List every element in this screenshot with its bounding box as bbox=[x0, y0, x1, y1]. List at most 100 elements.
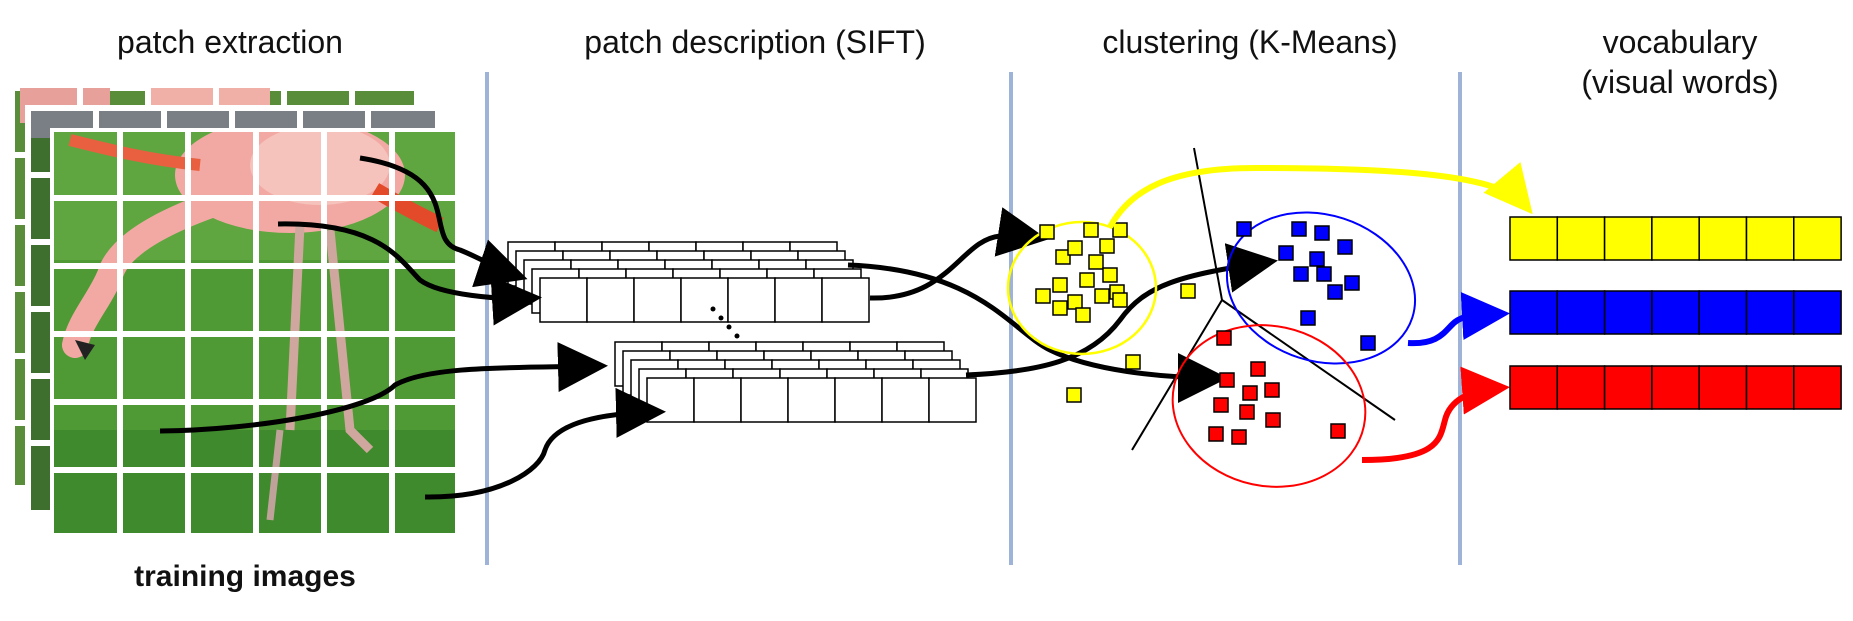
cluster-point bbox=[1067, 240, 1083, 256]
descriptor-stack-top bbox=[507, 241, 870, 323]
visual-word-cell bbox=[1509, 290, 1559, 335]
cluster-red-points bbox=[1208, 330, 1346, 445]
arrow-patch-to-descriptor-3 bbox=[159, 342, 608, 434]
descriptor-stack-bottom bbox=[614, 341, 977, 423]
visual-word-cell bbox=[1745, 290, 1795, 335]
visual-word-cell bbox=[1651, 365, 1700, 410]
descriptor-cell bbox=[539, 277, 588, 323]
visual-word-cell bbox=[1698, 290, 1748, 335]
cluster-point bbox=[1125, 354, 1141, 370]
cluster-point bbox=[1300, 310, 1316, 326]
cluster-yellow-ellipse bbox=[1006, 220, 1158, 356]
cluster-point bbox=[1293, 266, 1309, 282]
visual-word-cell bbox=[1556, 290, 1606, 335]
arrow-yellow-to-vocabulary bbox=[1107, 161, 1533, 229]
cluster-point bbox=[1264, 382, 1280, 398]
cluster-yellow-points bbox=[1035, 222, 1196, 403]
visual-word-cell bbox=[1793, 290, 1842, 335]
cluster-point bbox=[1231, 429, 1247, 445]
visual-word-cell bbox=[1556, 365, 1606, 410]
descriptor-cell bbox=[740, 377, 789, 423]
cluster-point bbox=[1079, 272, 1095, 288]
heading-vocabulary-line2: (visual words) bbox=[1581, 64, 1779, 100]
vocabulary-row-yellow bbox=[1509, 216, 1842, 261]
cluster-point bbox=[1094, 288, 1110, 304]
descriptor-cell bbox=[680, 277, 729, 323]
descriptor-cell bbox=[586, 277, 635, 323]
visual-word-cell bbox=[1745, 365, 1795, 410]
cluster-point bbox=[1112, 222, 1128, 238]
cluster-point bbox=[1052, 277, 1068, 293]
cluster-point bbox=[1035, 288, 1051, 304]
heading-vocabulary: vocabulary (visual words) bbox=[1530, 22, 1830, 102]
arrow-patch-to-descriptor-2 bbox=[277, 221, 542, 326]
cluster-point bbox=[1208, 426, 1224, 442]
kmeans-boundaries bbox=[1131, 147, 1396, 451]
visual-word-cell bbox=[1603, 365, 1653, 410]
visual-word-cell bbox=[1651, 290, 1700, 335]
cluster-point bbox=[1099, 238, 1115, 254]
descriptor-cell bbox=[928, 377, 977, 423]
arrow-descriptor-to-yellow-cluster bbox=[869, 207, 1048, 301]
cluster-point bbox=[1088, 254, 1104, 270]
cluster-point bbox=[1316, 266, 1332, 282]
cluster-point bbox=[1055, 249, 1071, 265]
cluster-point bbox=[1344, 275, 1360, 291]
cluster-point bbox=[1291, 221, 1307, 237]
visual-word-cell bbox=[1745, 216, 1795, 261]
descriptor-cell bbox=[834, 377, 883, 423]
descriptor-cell bbox=[787, 377, 836, 423]
cluster-point bbox=[1265, 412, 1281, 428]
heading-vocabulary-line1: vocabulary bbox=[1602, 24, 1758, 60]
cluster-blue-points bbox=[1236, 221, 1376, 351]
cluster-blue-ellipse bbox=[1225, 211, 1417, 365]
heading-patch-description: patch description (SIFT) bbox=[584, 24, 926, 60]
cluster-point bbox=[1309, 251, 1325, 267]
visual-word-cell bbox=[1603, 216, 1653, 261]
descriptor-cell bbox=[646, 377, 695, 423]
cluster-point bbox=[1039, 224, 1055, 240]
cluster-point bbox=[1052, 300, 1068, 316]
cluster-point bbox=[1075, 307, 1091, 323]
cluster-point bbox=[1219, 372, 1235, 388]
visual-word-cell bbox=[1793, 216, 1842, 261]
arrow-patch-to-descriptor-1 bbox=[359, 155, 528, 288]
cluster-point bbox=[1213, 397, 1229, 413]
arrow-red-to-vocabulary bbox=[1361, 366, 1510, 463]
ellipsis-dots bbox=[710, 306, 740, 339]
cluster-point bbox=[1066, 387, 1082, 403]
vocabulary-row-blue bbox=[1509, 290, 1842, 335]
descriptor-cell bbox=[821, 277, 870, 323]
cluster-point bbox=[1330, 423, 1346, 439]
visual-word-cell bbox=[1556, 216, 1606, 261]
cluster-point bbox=[1112, 292, 1128, 308]
cluster-point bbox=[1242, 385, 1258, 401]
descriptor-cell bbox=[774, 277, 823, 323]
visual-word-cell bbox=[1651, 216, 1700, 261]
cluster-point bbox=[1278, 245, 1294, 261]
visual-word-cell bbox=[1509, 216, 1559, 261]
arrow-blue-to-vocabulary bbox=[1407, 292, 1510, 347]
cluster-point bbox=[1250, 361, 1266, 377]
cluster-point bbox=[1216, 330, 1232, 346]
front-image-frame bbox=[50, 128, 459, 537]
visual-word-cell bbox=[1793, 365, 1842, 410]
cluster-point bbox=[1067, 294, 1083, 310]
cluster-point bbox=[1327, 284, 1343, 300]
caption-training-images: training images bbox=[134, 560, 356, 593]
visual-word-cell bbox=[1698, 365, 1748, 410]
vocabulary-rows bbox=[1509, 216, 1842, 410]
descriptor-cell bbox=[727, 277, 776, 323]
visual-word-cell bbox=[1603, 290, 1653, 335]
descriptor-row-bottom-layer bbox=[646, 377, 977, 423]
cluster-point bbox=[1180, 283, 1196, 299]
cluster-point bbox=[1083, 222, 1099, 238]
arrow-descriptor-to-blue-cluster bbox=[965, 243, 1278, 378]
training-image-front-flamingo bbox=[52, 130, 457, 535]
cluster-point bbox=[1239, 404, 1255, 420]
heading-patch-extraction: patch extraction bbox=[117, 24, 343, 60]
descriptor-cell bbox=[693, 377, 742, 423]
vocabulary-row-red bbox=[1509, 365, 1842, 410]
